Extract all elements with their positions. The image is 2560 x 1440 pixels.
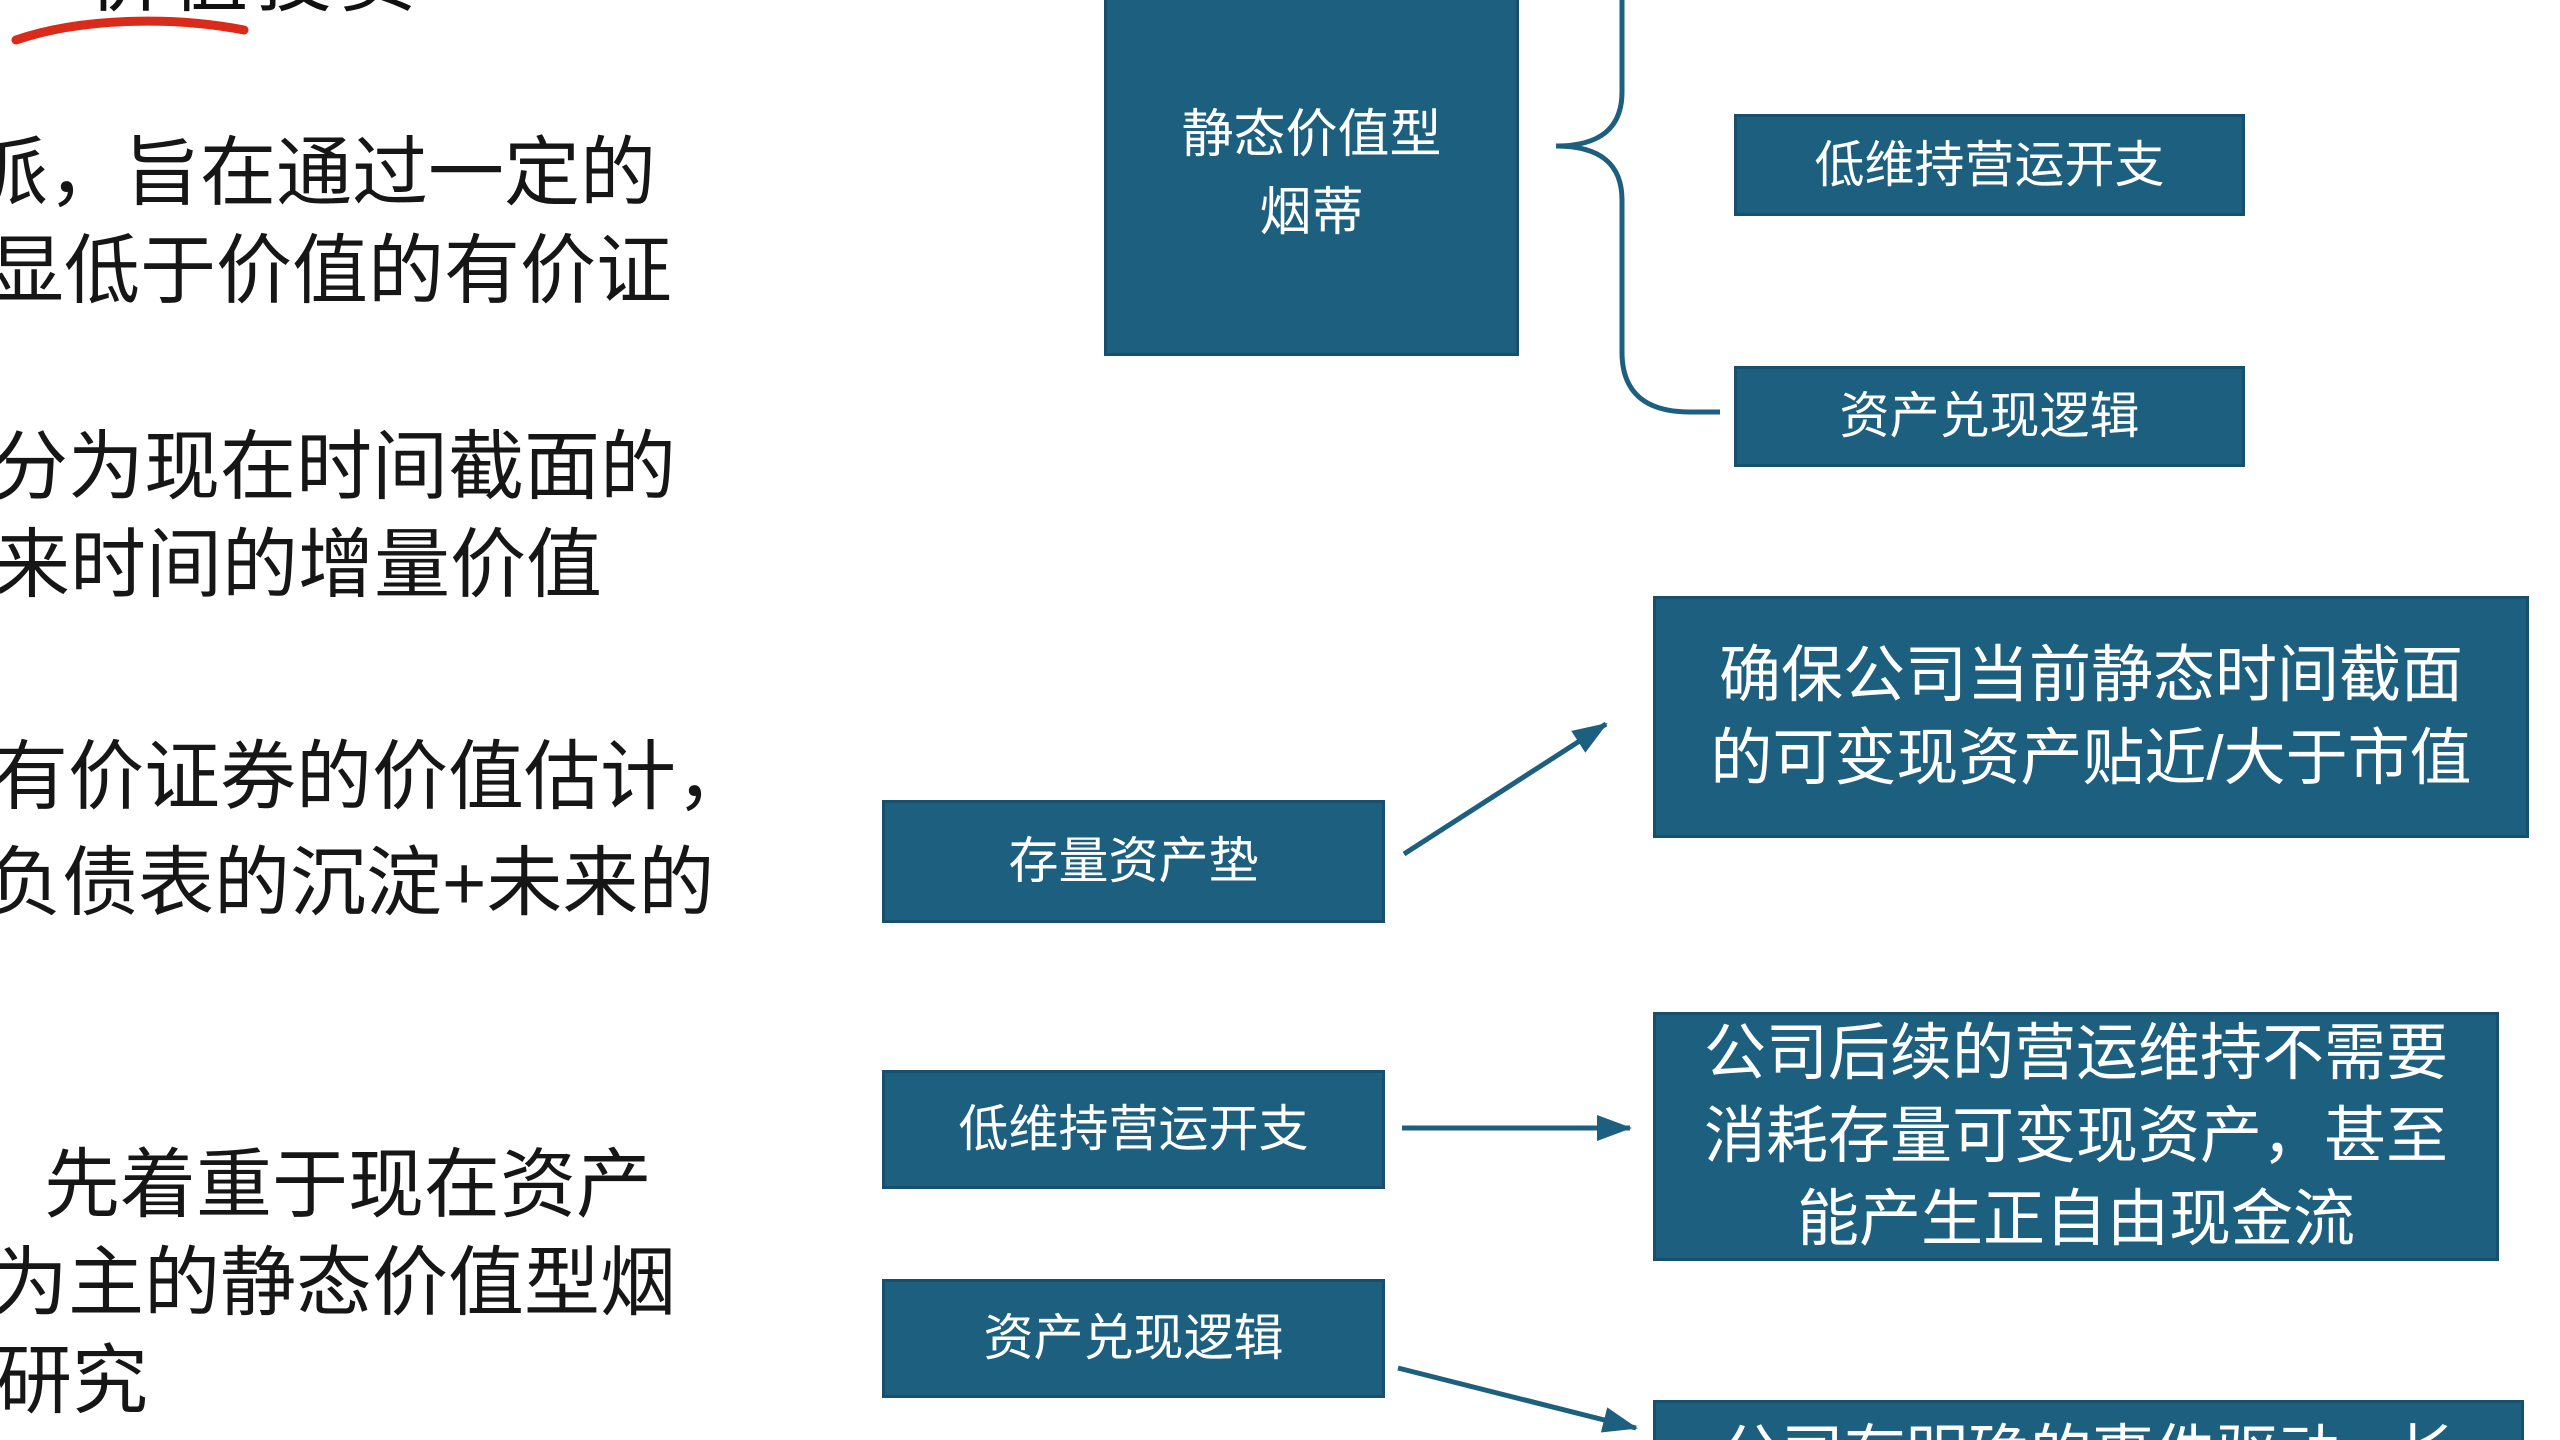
- note-line-5: 有价证券的价值估计，: [0, 735, 752, 820]
- branch-box-low-opex-label: 低维持营运开支: [1814, 136, 2165, 193]
- note-line-2: 显低于价值的有价证: [0, 229, 672, 314]
- detail-box-line: 能产生正自由现金流: [1796, 1185, 2355, 1255]
- note-line-6: 负债表的沉淀+未来的: [0, 841, 715, 926]
- note-line-1: 派，旨在通过一定的: [0, 131, 656, 216]
- top-clipped-heading: 价值投资: [88, 0, 424, 18]
- source-box-low-opex-label: 低维持营运开支: [958, 1101, 1309, 1157]
- source-box-stock-asset-cushion: 存量资产垫: [882, 800, 1385, 923]
- root-box-label-line-1: 静态价值型: [1181, 106, 1442, 164]
- source-box-low-opex: 低维持营运开支: [882, 1070, 1385, 1189]
- root-box-static-value-butt: 静态价值型 烟蒂: [1104, 0, 1519, 356]
- red-underline-mark: [11, 16, 249, 45]
- note-line-8: 为主的静态价值型烟: [0, 1241, 676, 1326]
- note-line-4: 来时间的增量价值: [0, 523, 602, 608]
- branch-box-asset-realization: 资产兑现逻辑: [1734, 366, 2245, 467]
- root-box-label-line-2: 烟蒂: [1259, 184, 1364, 242]
- source-box-asset-realization-label: 资产兑现逻辑: [983, 1310, 1284, 1366]
- branch-box-asset-realization-label: 资产兑现逻辑: [1839, 388, 2140, 444]
- note-line-3: 分为现在时间截面的: [0, 425, 676, 510]
- detail-box-stock-asset-cushion: 确保公司当前静态时间截面 的可变现资产贴近/大于市值: [1653, 596, 2529, 838]
- arrow-asset-realization: [1397, 1365, 1638, 1433]
- brace-connector: [1555, 0, 1720, 415]
- detail-box-line: 的可变现资产贴近/大于市值: [1710, 724, 2472, 793]
- note-line-7: 先着重于现在资产: [44, 1143, 652, 1228]
- source-box-asset-realization: 资产兑现逻辑: [882, 1279, 1385, 1398]
- detail-box-line: 公司后续的营运维持不需要: [1703, 1018, 2448, 1088]
- detail-box-line: 确保公司当前静态时间截面: [1718, 640, 2463, 710]
- source-box-stock-asset-cushion-label: 存量资产垫: [1008, 833, 1259, 889]
- note-line-9: 研究: [0, 1339, 148, 1424]
- arrow-stock-asset-cushion: [1402, 721, 1608, 857]
- detail-box-line: 公司有明确的事件驱动or长: [1720, 1413, 2457, 1440]
- detail-box-low-opex: 公司后续的营运维持不需要 消耗存量可变现资产，甚至 能产生正自由现金流: [1653, 1012, 2499, 1261]
- detail-box-asset-realization: 公司有明确的事件驱动or长: [1653, 1400, 2524, 1440]
- branch-box-low-opex: 低维持营运开支: [1734, 114, 2245, 216]
- detail-box-line: 消耗存量可变现资产，甚至: [1703, 1101, 2448, 1171]
